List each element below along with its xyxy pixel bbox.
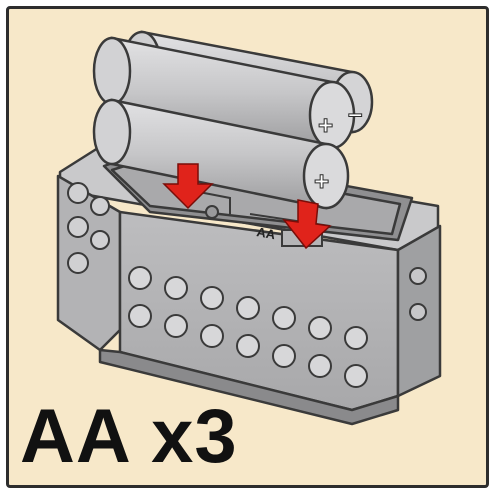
plus-terminal-label: + (314, 166, 329, 196)
plus-terminal-label: + (318, 110, 333, 140)
battery-requirement-caption: AA x3 (20, 392, 320, 482)
minus-terminal-label: – (348, 98, 362, 128)
